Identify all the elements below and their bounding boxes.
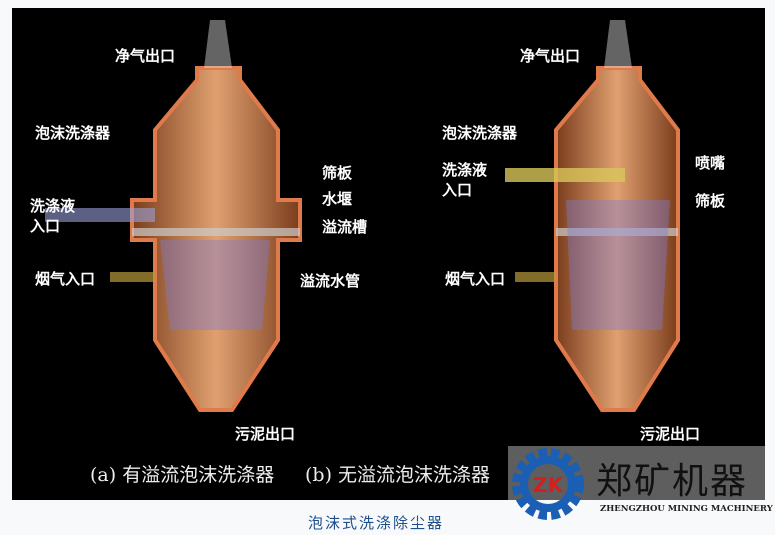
liquid-inlet-pipe (45, 208, 155, 222)
watermark-english: ZHENGZHOU MINING MACHINERY (600, 504, 773, 514)
label-flue-gas-inlet-b: 烟气入口 (445, 270, 506, 288)
label-nozzle-b: 喷嘴 (695, 154, 726, 172)
label-sludge-outlet-a: 污泥出口 (235, 425, 296, 443)
foam-layer (160, 240, 270, 330)
label-overflow-trough-a: 溢流槽 (322, 218, 368, 236)
clean-gas-plume (204, 20, 232, 68)
foam-layer (566, 200, 670, 330)
label-foam-scrubber-a: 泡沫洗涤器 (35, 124, 111, 142)
gas-inlet-pipe (515, 272, 556, 282)
scrubber-b (505, 20, 680, 412)
label-sieve-plate-b: 筛板 (695, 192, 726, 210)
gas-inlet-pipe (110, 272, 155, 282)
svg-text:ZK: ZK (533, 473, 565, 497)
label-flue-gas-inlet-a: 烟气入口 (35, 270, 96, 288)
label-liquid-inlet-a: 洗涤液 入口 (30, 197, 76, 235)
scrubber-a (45, 20, 302, 412)
label-sieve-plate-a: 筛板 (322, 164, 353, 182)
label-weir-a: 水堰 (322, 190, 353, 208)
clean-gas-plume (604, 20, 632, 68)
caption-b: (b) 无溢流泡沫洗涤器 (305, 464, 491, 486)
sieve-plate (556, 228, 678, 236)
sieve-plate (132, 228, 300, 236)
label-sludge-outlet-b: 污泥出口 (640, 425, 701, 443)
liquid-inlet-pipe (505, 168, 625, 182)
label-clean-gas-outlet-b: 净气出口 (520, 47, 581, 65)
label-clean-gas-outlet-a: 净气出口 (115, 47, 176, 65)
watermark-name: 郑矿机器 (596, 461, 749, 502)
label-liquid-inlet-b: 洗涤液 入口 (442, 161, 488, 199)
label-overflow-pipe-a: 溢流水管 (300, 272, 361, 290)
figure-title: 泡沫式洗涤除尘器 (308, 514, 445, 532)
caption-a: (a) 有溢流泡沫洗涤器 (90, 464, 275, 486)
label-foam-scrubber-b: 泡沫洗涤器 (442, 124, 518, 142)
